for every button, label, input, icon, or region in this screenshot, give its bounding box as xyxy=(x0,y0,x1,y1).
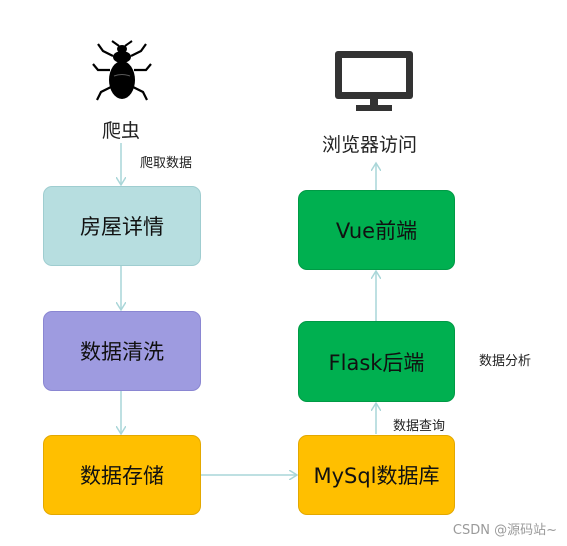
watermark: CSDN @源码站~ xyxy=(452,523,557,538)
browser-access-label: 浏览器访问 xyxy=(322,134,418,156)
vue-frontend-node: Vue前端 xyxy=(298,190,455,270)
bug-icon xyxy=(92,40,152,101)
data-query-label: 数据查询 xyxy=(393,419,446,434)
crawler-label: 爬虫 xyxy=(102,120,141,142)
house-details-node: 房屋详情 xyxy=(43,186,201,266)
crawl-data-label: 爬取数据 xyxy=(140,156,193,171)
data-cleaning-node: 数据清洗 xyxy=(43,311,201,391)
data-storage-node: 数据存储 xyxy=(43,435,201,515)
data-analysis-label: 数据分析 xyxy=(479,354,532,369)
monitor-icon xyxy=(335,51,413,111)
flask-backend-node: Flask后端 xyxy=(298,321,455,402)
mysql-database-node: MySql数据库 xyxy=(298,435,455,515)
